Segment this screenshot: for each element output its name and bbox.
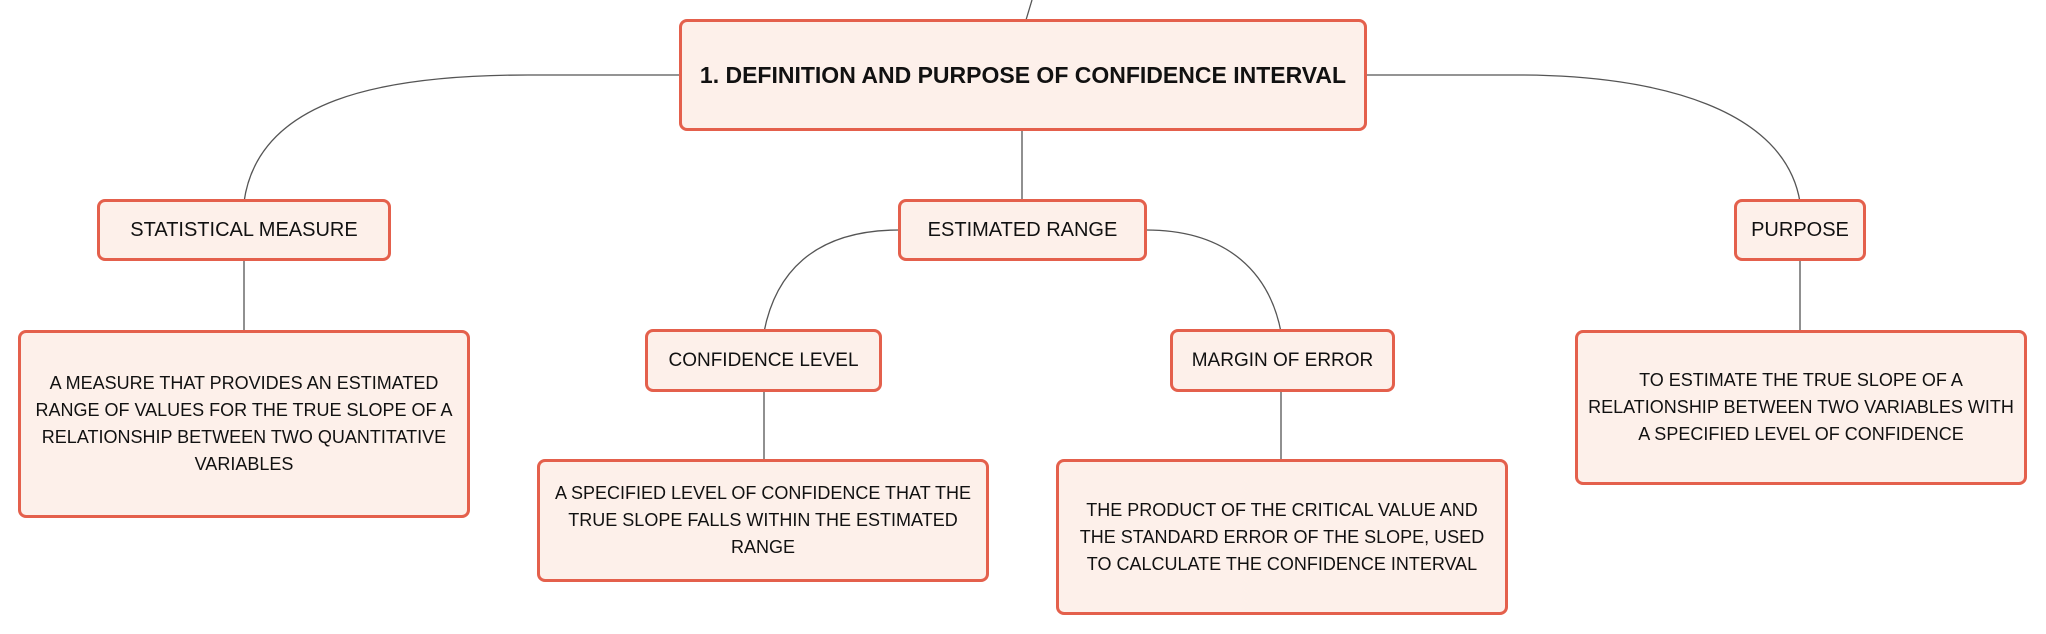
purpose-detail-node[interactable]: TO ESTIMATE THE TRUE SLOPE OF A RELATION… bbox=[1575, 330, 2027, 485]
purpose-label: PURPOSE bbox=[1751, 218, 1849, 241]
root-node[interactable]: 1. DEFINITION AND PURPOSE OF CONFIDENCE … bbox=[679, 19, 1367, 131]
estimated-range-node[interactable]: ESTIMATED RANGE bbox=[898, 199, 1147, 261]
statistical-measure-node[interactable]: STATISTICAL MEASURE bbox=[97, 199, 391, 261]
confidence-level-label: CONFIDENCE LEVEL bbox=[668, 349, 859, 371]
statistical-measure-label: STATISTICAL MEASURE bbox=[130, 218, 358, 241]
connector-root-to-statistical-measure bbox=[243, 74, 681, 203]
statistical-measure-detail-node[interactable]: A MEASURE THAT PROVIDES AN ESTIMATED RAN… bbox=[18, 330, 470, 518]
margin-of-error-label: MARGIN OF ERROR bbox=[1191, 349, 1374, 371]
confidence-level-node[interactable]: CONFIDENCE LEVEL bbox=[645, 329, 882, 392]
connector-root-to-purpose bbox=[1365, 74, 1801, 203]
confidence-level-detail-text: A SPECIFIED LEVEL OF CONFIDENCE THAT THE… bbox=[554, 483, 972, 557]
statistical-measure-detail-text: A MEASURE THAT PROVIDES AN ESTIMATED RAN… bbox=[35, 373, 453, 474]
margin-of-error-node[interactable]: MARGIN OF ERROR bbox=[1170, 329, 1395, 392]
connector-estimated-range-to-confidence-level bbox=[763, 229, 900, 333]
purpose-node[interactable]: PURPOSE bbox=[1734, 199, 1866, 261]
root-label: 1. DEFINITION AND PURPOSE OF CONFIDENCE … bbox=[699, 61, 1347, 88]
connector-parent-to-root bbox=[1025, 0, 1033, 21]
confidence-level-detail-node[interactable]: A SPECIFIED LEVEL OF CONFIDENCE THAT THE… bbox=[537, 459, 989, 582]
purpose-detail-text: TO ESTIMATE THE TRUE SLOPE OF A RELATION… bbox=[1588, 370, 2014, 444]
margin-of-error-detail-text: THE PRODUCT OF THE CRITICAL VALUE AND TH… bbox=[1079, 499, 1485, 574]
estimated-range-label: ESTIMATED RANGE bbox=[927, 218, 1118, 241]
margin-of-error-detail-node[interactable]: THE PRODUCT OF THE CRITICAL VALUE AND TH… bbox=[1056, 459, 1508, 615]
connector-estimated-range-to-margin-of-error bbox=[1145, 229, 1282, 333]
